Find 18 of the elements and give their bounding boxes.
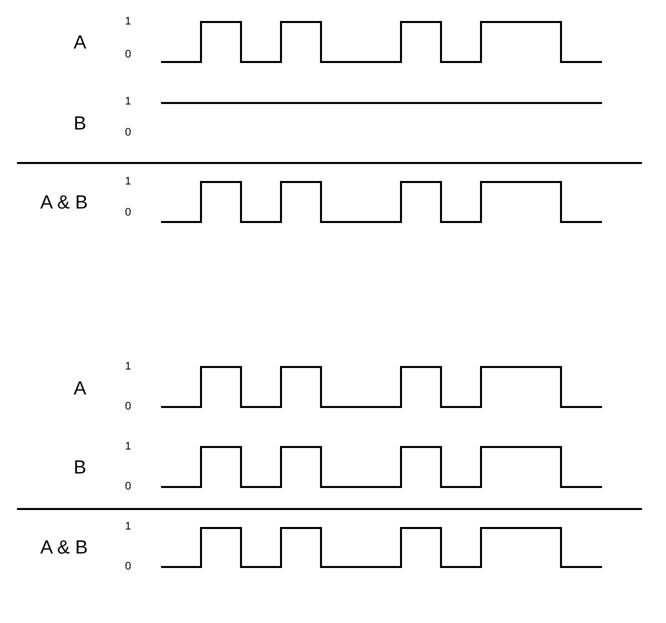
level-label: 0 (124, 50, 132, 60)
level-label: 0 (124, 402, 132, 412)
signal-label: A & B (40, 538, 88, 558)
signal-label: B (74, 458, 86, 478)
level-label: 1 (124, 442, 132, 452)
level-label: 0 (124, 482, 132, 492)
level-label: 1 (124, 96, 132, 108)
level-label: 1 (124, 16, 132, 28)
signal-label: A (74, 380, 86, 398)
level-label: 1 (124, 176, 132, 188)
signal-label: A (74, 34, 86, 52)
level-label: 0 (124, 562, 132, 572)
signal-label: B (74, 114, 86, 134)
level-label: 0 (124, 128, 132, 138)
level-label: 1 (124, 362, 132, 372)
level-label: 0 (124, 208, 132, 218)
signal-label: A & B (40, 194, 88, 212)
level-label: 1 (124, 522, 132, 532)
